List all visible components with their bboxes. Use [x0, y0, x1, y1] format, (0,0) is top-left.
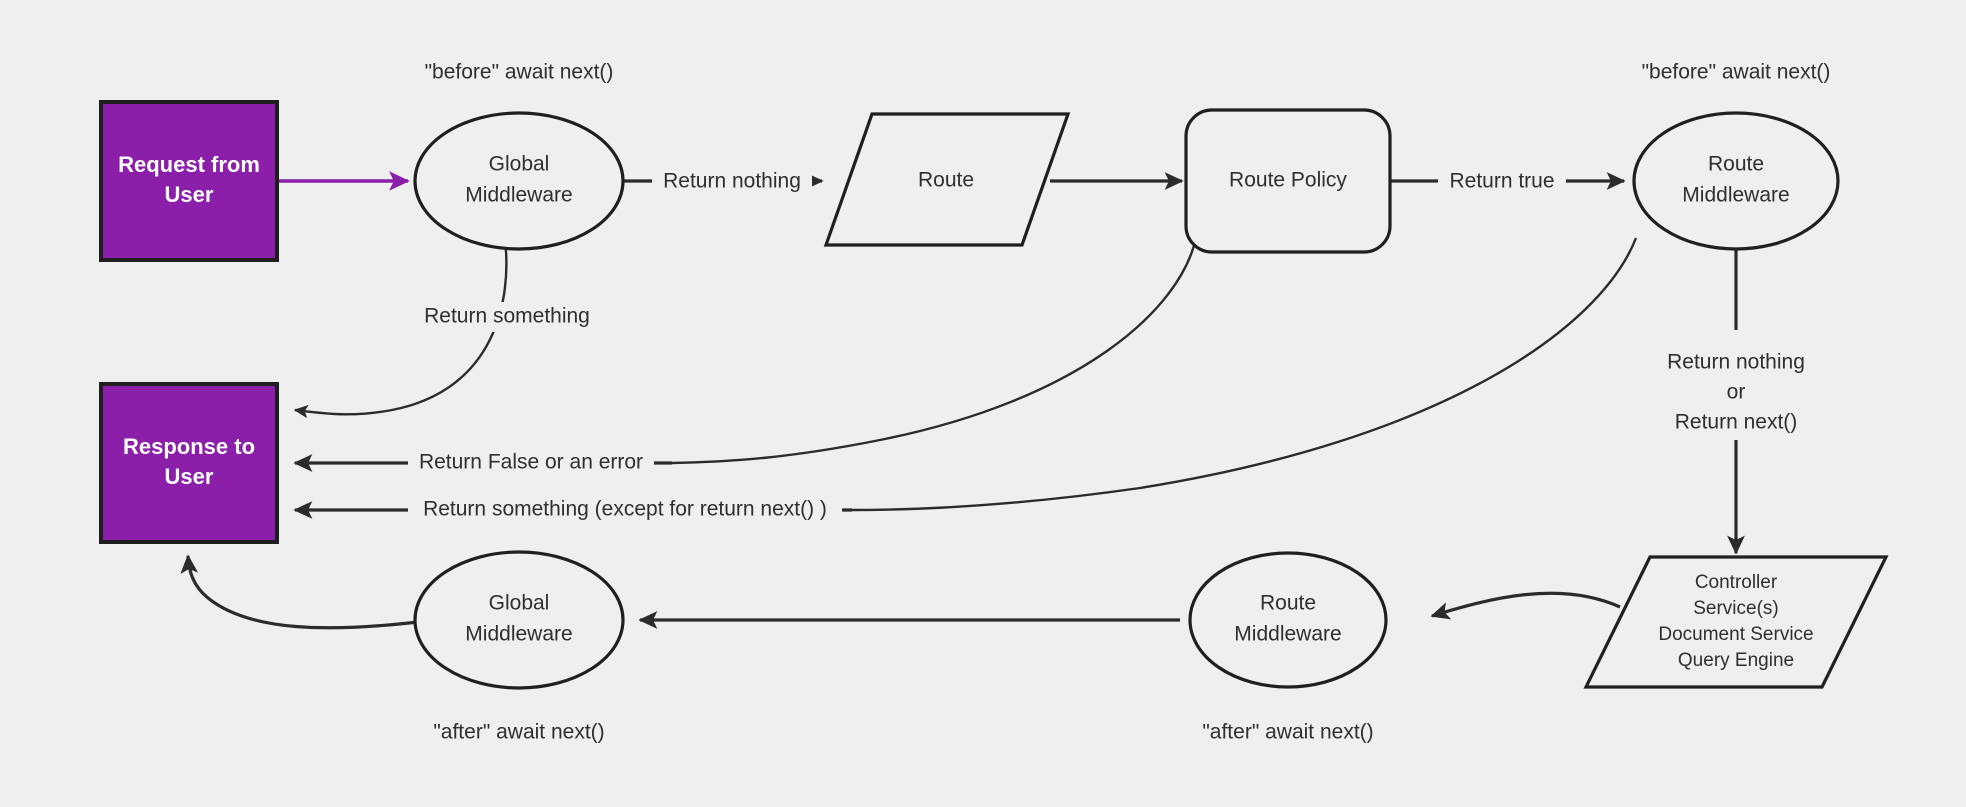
- annotation-before-await-next-global: "before" await next(): [425, 61, 614, 84]
- controller-group-label-line1: Controller: [1695, 572, 1778, 593]
- annotation-after-await-next-route: "after" await next(): [1202, 721, 1373, 744]
- route-policy-box[interactable]: [1184, 108, 1392, 254]
- annotation-before-await-next-route: "before" await next(): [1642, 61, 1831, 84]
- return-nothing-label-backdrop: [652, 167, 812, 195]
- route-parallelogram[interactable]: [823, 112, 1071, 247]
- route-middleware-before-ellipse[interactable]: [1632, 111, 1840, 251]
- response-to-user-box[interactable]: [99, 382, 279, 544]
- request-from-user-box[interactable]: [99, 100, 279, 262]
- response-to-user-label-line1: Response to: [123, 434, 255, 459]
- return-nothing-or-next-label-backdrop: [1640, 346, 1834, 440]
- return-something-except-next-label: Return something (except for return next…: [423, 498, 827, 521]
- edge-label-return-something-except-next: Return something (except for return next…: [408, 496, 842, 524]
- request-from-user-label-line1: Request from: [118, 152, 260, 177]
- return-something-except-next-label-backdrop: [408, 496, 842, 524]
- edge-route-policy-return-false: [671, 237, 1198, 465]
- return-nothing-or-next-line1: Return nothing: [1667, 351, 1805, 374]
- global-middleware-before-ellipse[interactable]: [413, 111, 625, 251]
- node-route-middleware-before[interactable]: Route Middleware: [1632, 111, 1840, 251]
- route-middleware-before-label-line2: Middleware: [1682, 184, 1789, 207]
- node-global-middleware-before[interactable]: Global Middleware: [413, 111, 625, 251]
- return-nothing-label: Return nothing: [663, 170, 801, 193]
- edge-label-return-something: Return something: [412, 302, 602, 332]
- route-middleware-before-label-line1: Route: [1708, 153, 1764, 176]
- edge-label-return-nothing-or-next: Return nothing or Return next(): [1640, 346, 1834, 440]
- response-to-user-label-line2: User: [165, 464, 214, 489]
- route-policy-label: Route Policy: [1229, 169, 1347, 192]
- node-response-to-user[interactable]: Response to User: [99, 382, 279, 544]
- controller-group-label-line3: Document Service: [1658, 624, 1813, 645]
- return-true-label-backdrop: [1438, 167, 1566, 195]
- global-middleware-before-label-line2: Middleware: [465, 184, 572, 207]
- route-middleware-after-label-line1: Route: [1260, 592, 1316, 615]
- route-middleware-after-label-line2: Middleware: [1234, 623, 1341, 646]
- node-controller-group[interactable]: Controller Service(s) Document Service Q…: [1583, 555, 1889, 689]
- global-middleware-before-label-line1: Global: [489, 153, 550, 176]
- node-route[interactable]: Route: [823, 112, 1071, 247]
- node-route-policy[interactable]: Route Policy: [1184, 108, 1392, 254]
- controller-group-parallelogram[interactable]: [1583, 555, 1889, 689]
- global-middleware-after-label-line1: Global: [489, 592, 550, 615]
- edge-label-return-true: Return true: [1438, 167, 1566, 195]
- route-middleware-after-ellipse[interactable]: [1188, 551, 1388, 689]
- return-nothing-or-next-line2: or: [1727, 381, 1746, 404]
- edge-global-middleware-after-to-response: [180, 554, 419, 630]
- node-global-middleware-after[interactable]: Global Middleware: [413, 550, 625, 690]
- route-label: Route: [918, 169, 974, 192]
- edge-route-middleware-return-something: [851, 237, 1638, 512]
- controller-group-label-line4: Query Engine: [1678, 650, 1794, 671]
- return-false-or-error-label: Return False or an error: [419, 451, 643, 474]
- node-route-middleware-after[interactable]: Route Middleware: [1188, 551, 1388, 689]
- return-false-or-error-label-backdrop: [408, 449, 654, 477]
- return-something-label: Return something: [424, 305, 590, 328]
- edge-label-return-false-or-error: Return False or an error: [408, 449, 654, 477]
- return-nothing-or-next-line3: Return next(): [1675, 411, 1798, 434]
- edge-label-return-nothing: Return nothing: [652, 167, 812, 195]
- request-from-user-label-line2: User: [165, 182, 214, 207]
- global-middleware-after-label-line2: Middleware: [465, 623, 572, 646]
- annotation-after-await-next-global: "after" await next(): [433, 721, 604, 744]
- return-true-label: Return true: [1449, 170, 1554, 193]
- global-middleware-after-ellipse[interactable]: [413, 550, 625, 690]
- node-request-from-user[interactable]: Request from User: [99, 100, 279, 262]
- edge-controller-to-route-middleware-after: [1430, 591, 1621, 620]
- return-something-label-backdrop: [412, 302, 602, 332]
- edge-global-middleware-return-something: [293, 239, 508, 419]
- controller-group-label-line2: Service(s): [1693, 598, 1779, 619]
